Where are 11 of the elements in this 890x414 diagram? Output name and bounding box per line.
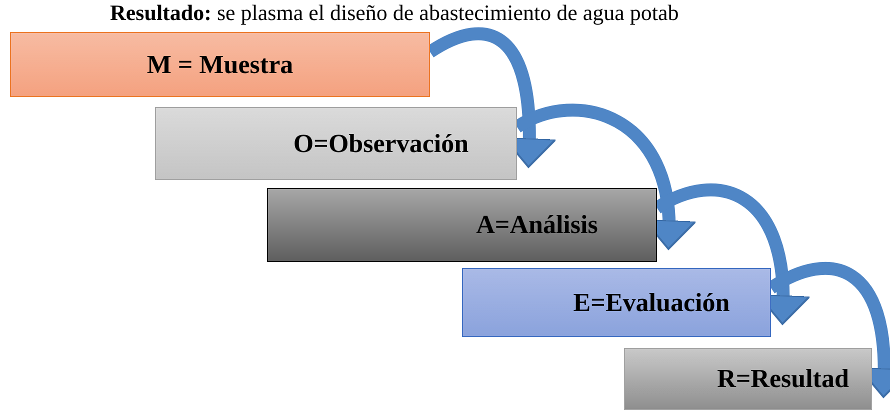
box-label: E=Evaluación	[573, 288, 730, 318]
body-text: Resultado: se plasma el diseño de abastecimiento de agua potab	[110, 0, 679, 26]
box-label: A=Análisis	[476, 210, 598, 240]
process-box	[624, 348, 872, 410]
box-label: O=Observación	[293, 128, 469, 158]
process-box	[267, 188, 657, 262]
box-label: M = Muestra	[146, 50, 294, 80]
process-box	[10, 32, 430, 97]
process-box	[155, 107, 517, 180]
process-box	[462, 268, 771, 337]
box-label: R=Resultad	[717, 364, 849, 394]
